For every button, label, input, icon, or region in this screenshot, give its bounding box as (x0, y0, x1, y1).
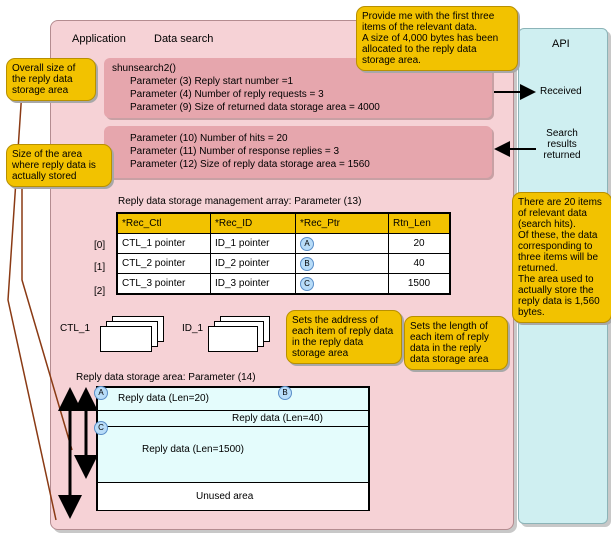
results-returned-label: Search results returned (543, 128, 581, 161)
reply-data-1: Reply data (Len=20) (118, 393, 209, 404)
pointer-a-marker: A (300, 236, 314, 251)
result-parameter-box: Parameter (10) Number of hits = 20 Param… (104, 126, 492, 178)
hits-info-callout: There are 20 items of relevant data (sea… (512, 192, 611, 323)
param-12: Parameter (12) Size of reply data storag… (130, 159, 370, 170)
api-title: API (552, 38, 570, 50)
unused-area-block (98, 482, 368, 510)
rec-ptr-cell: A (295, 233, 389, 254)
rec-ptr-cell: B (295, 253, 389, 274)
sets-address-callout: Sets the address of each item of reply d… (286, 310, 402, 364)
param-9: Parameter (9) Size of returned data stor… (130, 102, 380, 113)
reply-data-2: Reply data (Len=40) (232, 413, 323, 424)
header-rtn-len: Rtn_Len (388, 212, 451, 234)
stored-size-callout: Size of the area where reply data is act… (6, 144, 112, 187)
rec-id-cell: ID_1 pointer (210, 233, 296, 254)
array-caption: Reply data storage management array: Par… (118, 196, 362, 207)
rec-ptr-cell: C (295, 273, 389, 295)
rec-id-cell: ID_2 pointer (210, 253, 296, 274)
management-array-table: *Rec_Ctl *Rec_ID *Rec_Ptr Rtn_Len CTL_1 … (116, 212, 451, 295)
rec-ctl-cell: CTL_2 pointer (116, 253, 211, 274)
rec-ctl-cell: CTL_1 pointer (116, 233, 211, 254)
param-10: Parameter (10) Number of hits = 20 (130, 133, 288, 144)
table-row: CTL_3 pointer ID_3 pointer C 1500 (116, 273, 451, 295)
header-rec-ctl: *Rec_Ctl (116, 212, 211, 234)
data-search-title: Data search (154, 33, 214, 45)
row-index-1: [1] (94, 262, 106, 273)
received-label: Received (540, 86, 582, 97)
ctl-stack-label: CTL_1 (60, 323, 91, 334)
table-row: CTL_1 pointer ID_1 pointer A 20 (116, 233, 451, 254)
header-rec-id: *Rec_ID (210, 212, 296, 234)
reply-data-storage-area: Reply data (Len=20) Reply data (Len=40) … (96, 386, 370, 511)
sets-length-callout: Sets the length of each item of reply da… (404, 316, 508, 370)
rec-id-cell: ID_3 pointer (210, 273, 296, 295)
rtn-len-cell: 20 (388, 233, 451, 254)
reply2-divider (98, 426, 368, 427)
function-name: shunsearch2() (112, 63, 176, 74)
pointer-c-marker: C (300, 276, 314, 291)
unused-area-label: Unused area (196, 491, 254, 502)
row-index-0: [0] (94, 240, 106, 251)
request-callout: Provide me with the first three items of… (356, 6, 518, 71)
overall-size-callout: Overall size of the reply data storage a… (6, 58, 96, 101)
application-title: Application (72, 33, 126, 45)
table-row: CTL_2 pointer ID_2 pointer B 40 (116, 253, 451, 274)
storage-caption: Reply data storage area: Parameter (14) (76, 372, 256, 383)
param-3: Parameter (3) Reply start number =1 (130, 76, 294, 87)
storage-marker-b: B (278, 386, 292, 400)
pointer-b-marker: B (300, 256, 314, 271)
stored-size-leader (21, 172, 73, 451)
rtn-len-cell: 40 (388, 253, 451, 274)
id-stack-label: ID_1 (182, 323, 204, 334)
id-sheet-front (208, 326, 258, 352)
reply1-divider (98, 410, 368, 411)
storage-marker-a: A (94, 386, 108, 400)
header-rec-ptr: *Rec_Ptr (295, 212, 389, 234)
param-11: Parameter (11) Number of response replie… (130, 146, 340, 157)
row-index-2: [2] (94, 286, 106, 297)
param-4: Parameter (4) Number of reply requests =… (130, 89, 324, 100)
rec-ctl-cell: CTL_3 pointer (116, 273, 211, 295)
reply-data-3: Reply data (Len=1500) (142, 444, 245, 455)
ctl-sheet-front (100, 326, 152, 352)
storage-marker-c: C (94, 421, 108, 435)
rtn-len-cell: 1500 (388, 273, 451, 295)
table-header-row: *Rec_Ctl *Rec_ID *Rec_Ptr Rtn_Len (116, 212, 451, 234)
